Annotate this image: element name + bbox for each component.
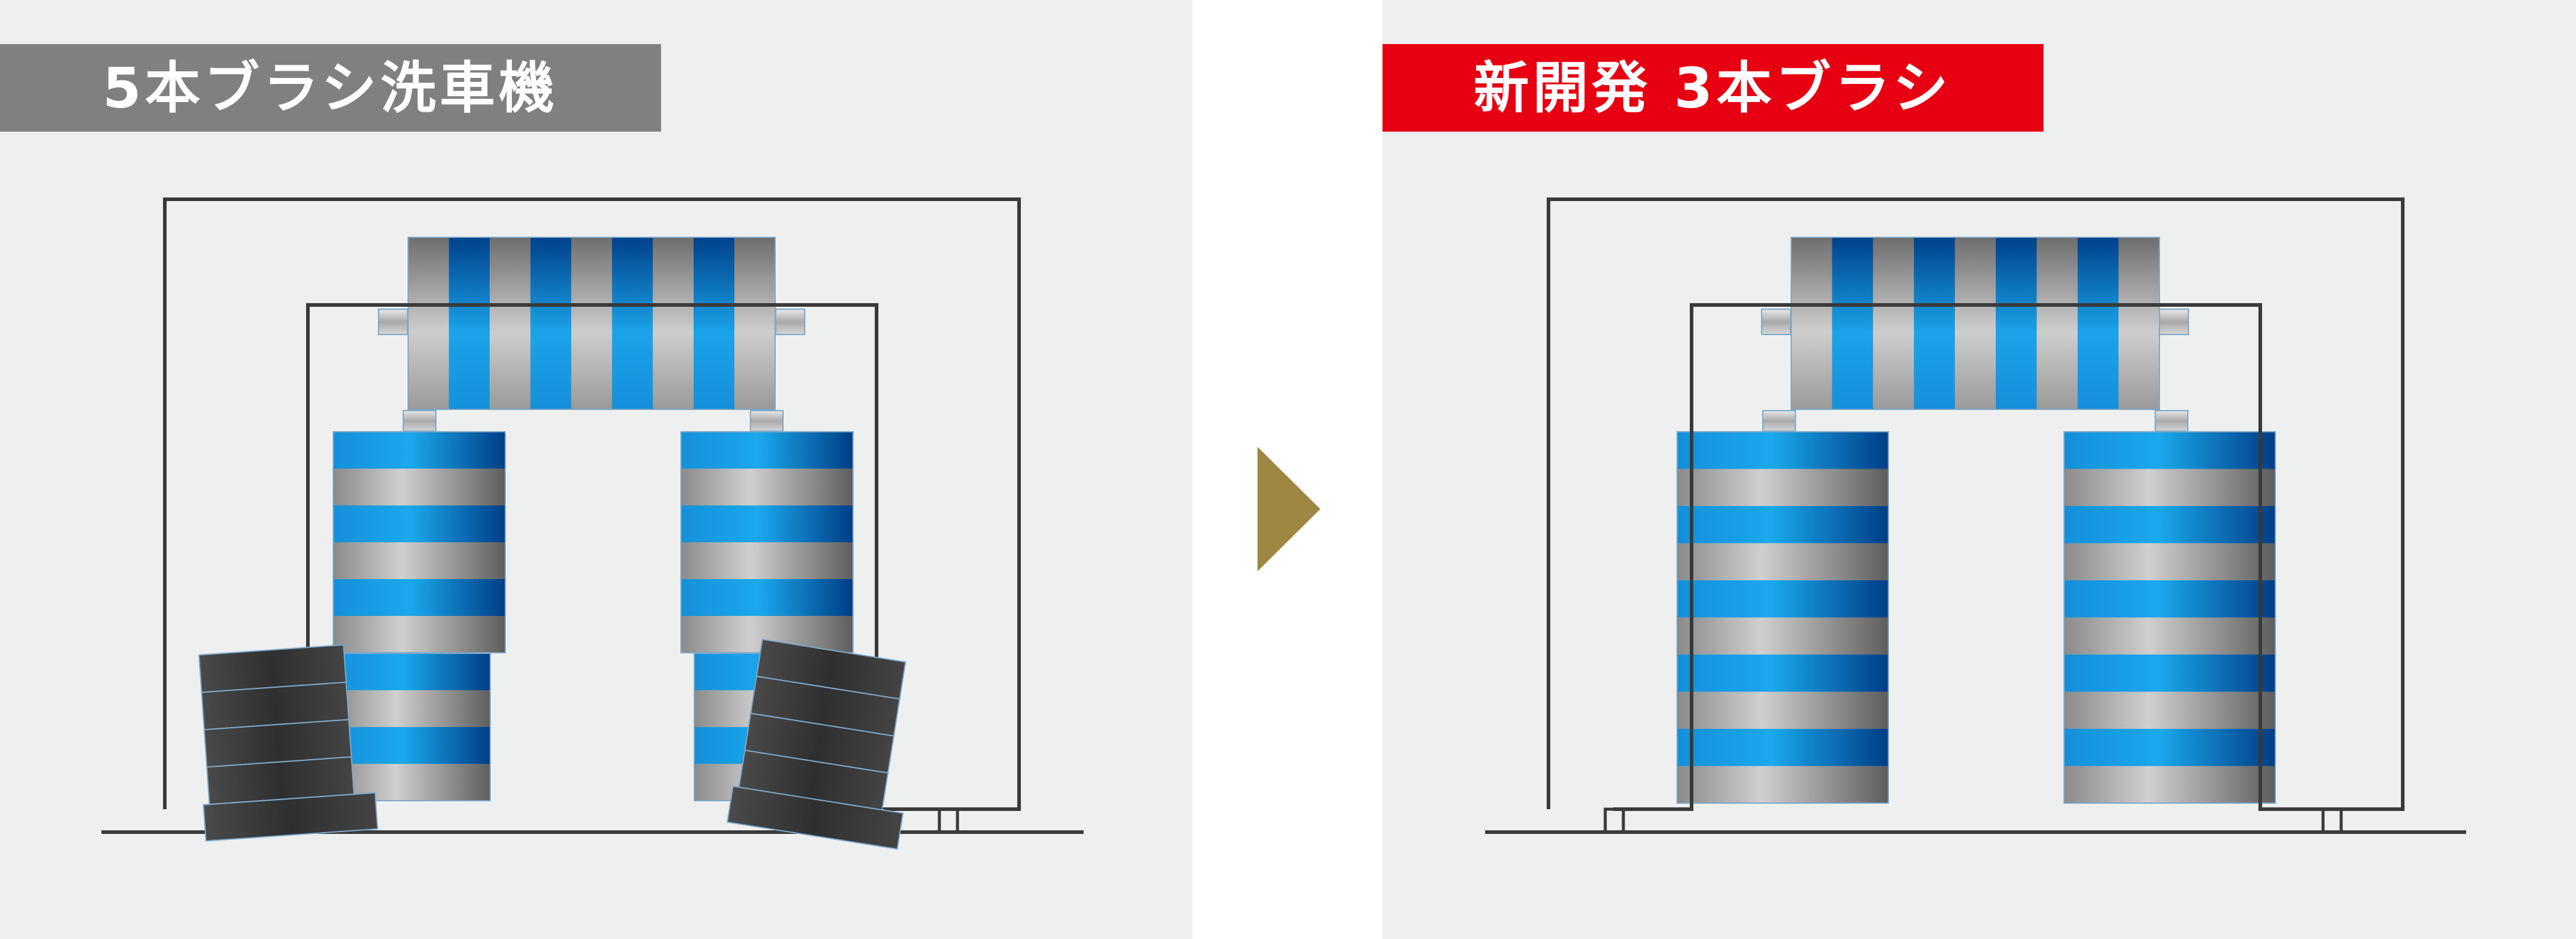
right-panel-background: [1382, 0, 2576, 939]
side-brush-band: [333, 616, 505, 653]
side-brush-band: [2064, 655, 2275, 692]
right-side-brush-right: [2063, 431, 2276, 804]
side-brush-band: [1677, 691, 1888, 729]
top-brush-outline: [407, 237, 776, 410]
side-brush-band: [1677, 655, 1888, 692]
top-brush-stripe: [408, 237, 450, 409]
triangle-right-icon: [1258, 447, 1320, 571]
side-brush-band: [2064, 617, 2275, 655]
side-brush-band: [2064, 691, 2275, 729]
side-brush-outline: [2063, 431, 2276, 804]
right-foot-right: [2321, 807, 2343, 834]
left-hub-right: [750, 410, 784, 432]
left-foot-right: [938, 807, 959, 834]
side-brush-band: [333, 542, 505, 580]
left-title-bg: [0, 44, 661, 132]
right-hub-right: [2155, 410, 2188, 432]
side-brush-band: [2064, 766, 2275, 804]
side-brush-band: [681, 579, 853, 617]
top-brush-stripe: [2036, 237, 2078, 409]
left-panel-background: [0, 0, 1192, 939]
side-brush-band: [1677, 729, 1888, 766]
top-brush-stripe: [693, 237, 735, 409]
left-top-shaft-left: [378, 309, 408, 335]
side-brush-band: [1677, 617, 1888, 655]
side-brush-band: [2064, 432, 2275, 469]
side-brush-outline: [1676, 431, 1889, 804]
top-brush-stripe: [1995, 237, 2037, 409]
side-brush-band: [333, 469, 505, 506]
right-top-brush: [1791, 237, 2160, 410]
left-title: 5本ブラシ洗車機: [103, 56, 558, 121]
left-outer-frame: [163, 197, 1021, 811]
left-tilted-brush-left: [198, 644, 379, 842]
tilted-brush-base: [202, 792, 379, 842]
top-brush-stripe: [1791, 237, 1833, 409]
side-brush-band: [333, 505, 505, 543]
top-brush-stripe: [1873, 237, 1914, 409]
left-side-brush-left: [333, 431, 506, 801]
right-top-shaft-right: [2159, 309, 2189, 335]
right-title-badge: 新開発 3本ブラシ: [1382, 44, 2044, 132]
right-top-shaft-left: [1761, 309, 1791, 335]
top-brush-stripe: [530, 237, 572, 409]
top-brush-stripe: [571, 237, 613, 409]
side-brush-band: [2064, 729, 2275, 766]
left-top-shaft-right: [775, 309, 805, 335]
right-title-bg: [1382, 44, 2044, 132]
top-brush-stripe: [1914, 237, 1955, 409]
left-hub-left: [403, 410, 436, 432]
left-tilted-brush-right: [726, 638, 907, 850]
side-brush-band: [681, 469, 853, 506]
right-side-brush-left: [1676, 431, 1889, 804]
side-brush-band: [333, 727, 490, 764]
top-brush-stripe: [2077, 237, 2119, 409]
top-brush-stripe: [2118, 237, 2160, 409]
right-inner-frame: [1613, 303, 2339, 811]
side-brush-band: [2064, 469, 2275, 507]
right-machine: [1485, 197, 2466, 834]
side-brush-band: [2064, 580, 2275, 618]
top-brush-stripe: [653, 237, 694, 409]
side-brush-band: [681, 432, 853, 469]
side-brush-band: [681, 542, 853, 580]
top-brush-outline: [1791, 237, 2160, 410]
left-top-brush: [407, 237, 776, 410]
side-brush-band: [2064, 506, 2275, 543]
side-brush-band: [333, 653, 490, 691]
top-brush-stripe: [734, 237, 776, 409]
side-brush-band: [1677, 469, 1888, 507]
side-brush-band: [681, 505, 853, 543]
right-title: 新開発 3本ブラシ: [1474, 56, 1952, 121]
tilted-brush-base: [726, 785, 904, 850]
side-brush-band: [1677, 766, 1888, 804]
left-title-badge: 5本ブラシ洗車機: [0, 44, 661, 132]
side-brush-band: [1677, 506, 1888, 543]
top-brush-stripe: [449, 237, 490, 409]
side-brush-band: [2064, 543, 2275, 581]
top-brush-stripe: [1955, 237, 1996, 409]
side-brush-band: [333, 579, 505, 617]
side-brush-band: [333, 690, 490, 728]
side-brush-band: [1677, 580, 1888, 618]
top-brush-stripe: [490, 237, 531, 409]
right-hub-left: [1762, 410, 1796, 432]
top-brush-stripe: [1832, 237, 1874, 409]
left-machine: [101, 197, 1084, 850]
side-brush-band: [333, 432, 505, 469]
side-brush-band: [1677, 432, 1888, 469]
right-outer-frame: [1547, 197, 2405, 811]
top-brush-stripe: [612, 237, 653, 409]
side-brush-band: [1677, 543, 1888, 581]
right-foot-left: [1603, 807, 1625, 834]
